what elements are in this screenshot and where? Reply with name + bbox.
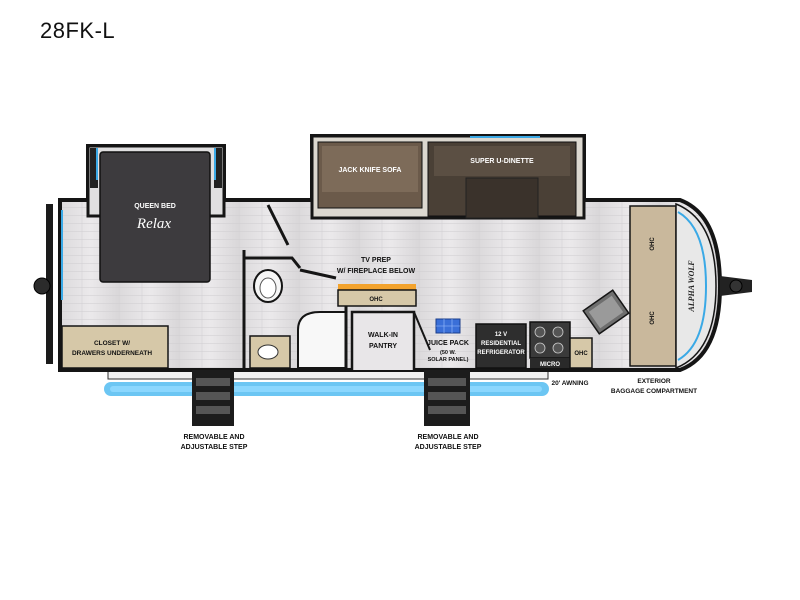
micro-label: MICRO — [540, 362, 560, 368]
front-step — [424, 370, 470, 426]
microwave — [530, 358, 570, 368]
step-label-rear-1: REMOVABLE AND — [183, 434, 244, 441]
ohc-label-front-1: OHC — [650, 237, 656, 251]
closet-label-2: DRAWERS UNDERNEATH — [72, 350, 152, 357]
stove — [529, 321, 571, 359]
fridge-label-1: 12 V — [495, 332, 507, 338]
tv-prep-label-2: W/ FIREPLACE BELOW — [337, 268, 416, 275]
relax-logo: Relax — [136, 216, 171, 232]
ohc-label-front-2: OHC — [650, 311, 656, 325]
super-u-dinette-label: SUPER U-DINETTE — [470, 158, 534, 165]
juice-pack-label-1: JUICE PACK — [427, 340, 469, 347]
ohc-label-kitchen: OHC — [574, 351, 588, 357]
pantry-label-1: WALK-IN — [368, 332, 398, 339]
queen-bed — [99, 151, 211, 283]
solar-panel-icon — [435, 318, 461, 334]
model-title: 28FK-L — [40, 18, 116, 43]
step-label-front-1: REMOVABLE AND — [417, 434, 478, 441]
rear-step — [192, 370, 234, 426]
kitchen-sink — [582, 289, 630, 335]
kitchen-ohc — [569, 337, 593, 369]
closet-label-1: CLOSET W/ — [94, 340, 130, 347]
exterior-baggage-label-2: BAGGAGE COMPARTMENT — [611, 388, 697, 395]
refrigerator — [475, 323, 527, 369]
fridge-label-3: REFRIGERATOR — [477, 350, 525, 356]
awning-label: 20' AWNING — [551, 380, 588, 387]
jack-knife-sofa-label: JACK KNIFE SOFA — [338, 167, 401, 174]
front-cabinet — [629, 205, 677, 367]
brand-logo: ALPHA WOLF — [687, 260, 696, 313]
exterior-baggage-label-1: EXTERIOR — [637, 378, 671, 385]
shower — [297, 311, 347, 369]
tv-cabinet — [337, 289, 417, 307]
fridge-label-2: RESIDENTIAL — [481, 341, 521, 347]
walk-in-pantry — [350, 310, 416, 370]
step-label-rear-2: ADJUSTABLE STEP — [181, 444, 248, 451]
awning — [107, 370, 549, 380]
front-cap-graphic — [675, 202, 717, 370]
queen-bed-label: QUEEN BED — [134, 203, 176, 210]
ohc-label-tv: OHC — [369, 297, 383, 303]
dinette-table — [465, 177, 539, 219]
closet — [61, 325, 169, 369]
fireplace — [338, 284, 416, 290]
spare-tire-icon — [33, 277, 51, 295]
juice-pack-label-3: SOLAR PANEL) — [428, 357, 469, 363]
juice-pack-label-2: (50 W. — [440, 350, 456, 356]
tv-prep-label-1: TV PREP — [361, 257, 391, 264]
step-label-front-2: ADJUSTABLE STEP — [415, 444, 482, 451]
pantry-label-2: PANTRY — [369, 343, 397, 350]
